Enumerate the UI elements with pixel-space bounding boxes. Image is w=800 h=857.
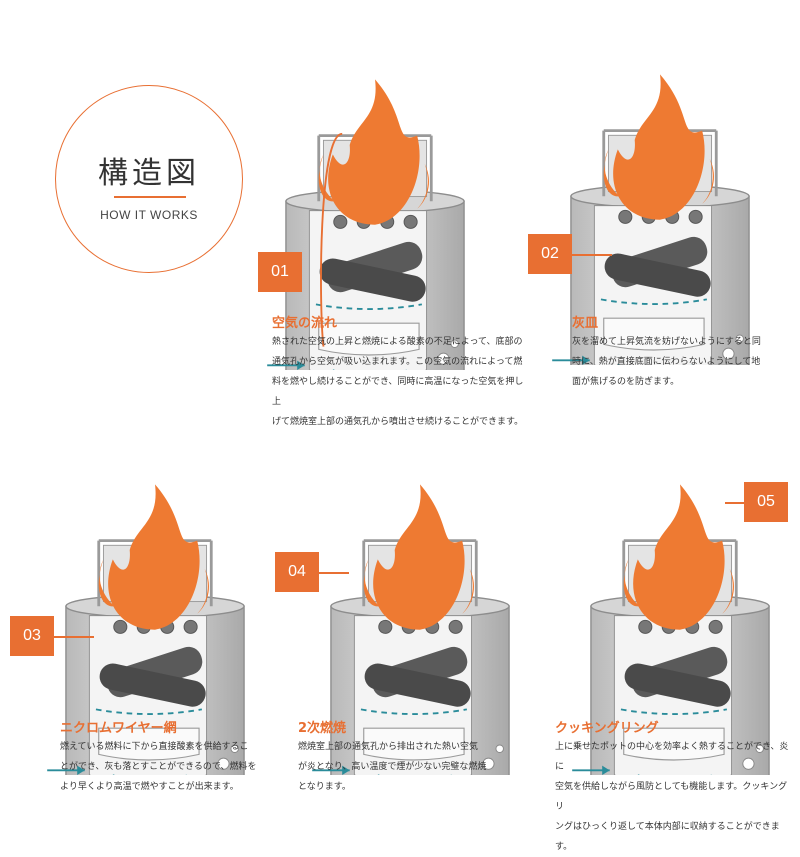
leader-line-05 xyxy=(725,502,745,504)
page-title: 構造図 xyxy=(98,156,200,191)
section-title-02: 灰皿 xyxy=(572,316,599,331)
section-number-03: 03 xyxy=(10,616,54,656)
section-desc-02: 灰を溜めて上昇気流を妨げないようにすると同 時に、熱が直接底面に伝わらないように… xyxy=(572,337,761,387)
section-title-03: ニクロムワイヤー網 xyxy=(60,721,177,736)
section-title-01: 空気の流れ xyxy=(272,316,338,331)
section-desc-04: 燃焼室上部の通気孔から排出された熱い空気 が炎となり、高い温度で煙が少ない完璧な… xyxy=(298,742,487,792)
how-it-works-badge: 構造図 HOW IT WORKS xyxy=(55,85,243,273)
section-number-04: 04 xyxy=(275,552,319,592)
section-title-05: クッキングリング xyxy=(555,721,659,736)
page-subtitle: HOW IT WORKS xyxy=(100,208,198,222)
stove-diagram-01 xyxy=(265,77,466,370)
section-desc-01: 熱された空気の上昇と燃焼による酸素の不足によって、底部の 通気孔から空気が吸い込… xyxy=(272,337,524,427)
section-desc-05: 上に乗せたポットの中心を効率よく熱することができ、炎に 空気を供給しながら風防と… xyxy=(555,742,789,852)
section-title-04: 2次燃焼 xyxy=(298,721,347,736)
leader-line-04 xyxy=(319,572,349,574)
section-number-02: 02 xyxy=(528,234,572,274)
section-number-01: 01 xyxy=(258,252,302,292)
leader-line-02 xyxy=(572,254,612,256)
leader-line-03 xyxy=(54,636,94,638)
title-divider xyxy=(114,196,186,198)
section-number-05: 05 xyxy=(744,482,788,522)
section-desc-03: 燃えている燃料に下から直接酸素を供給するこ とができ、灰も落とすことができるので… xyxy=(60,742,257,792)
